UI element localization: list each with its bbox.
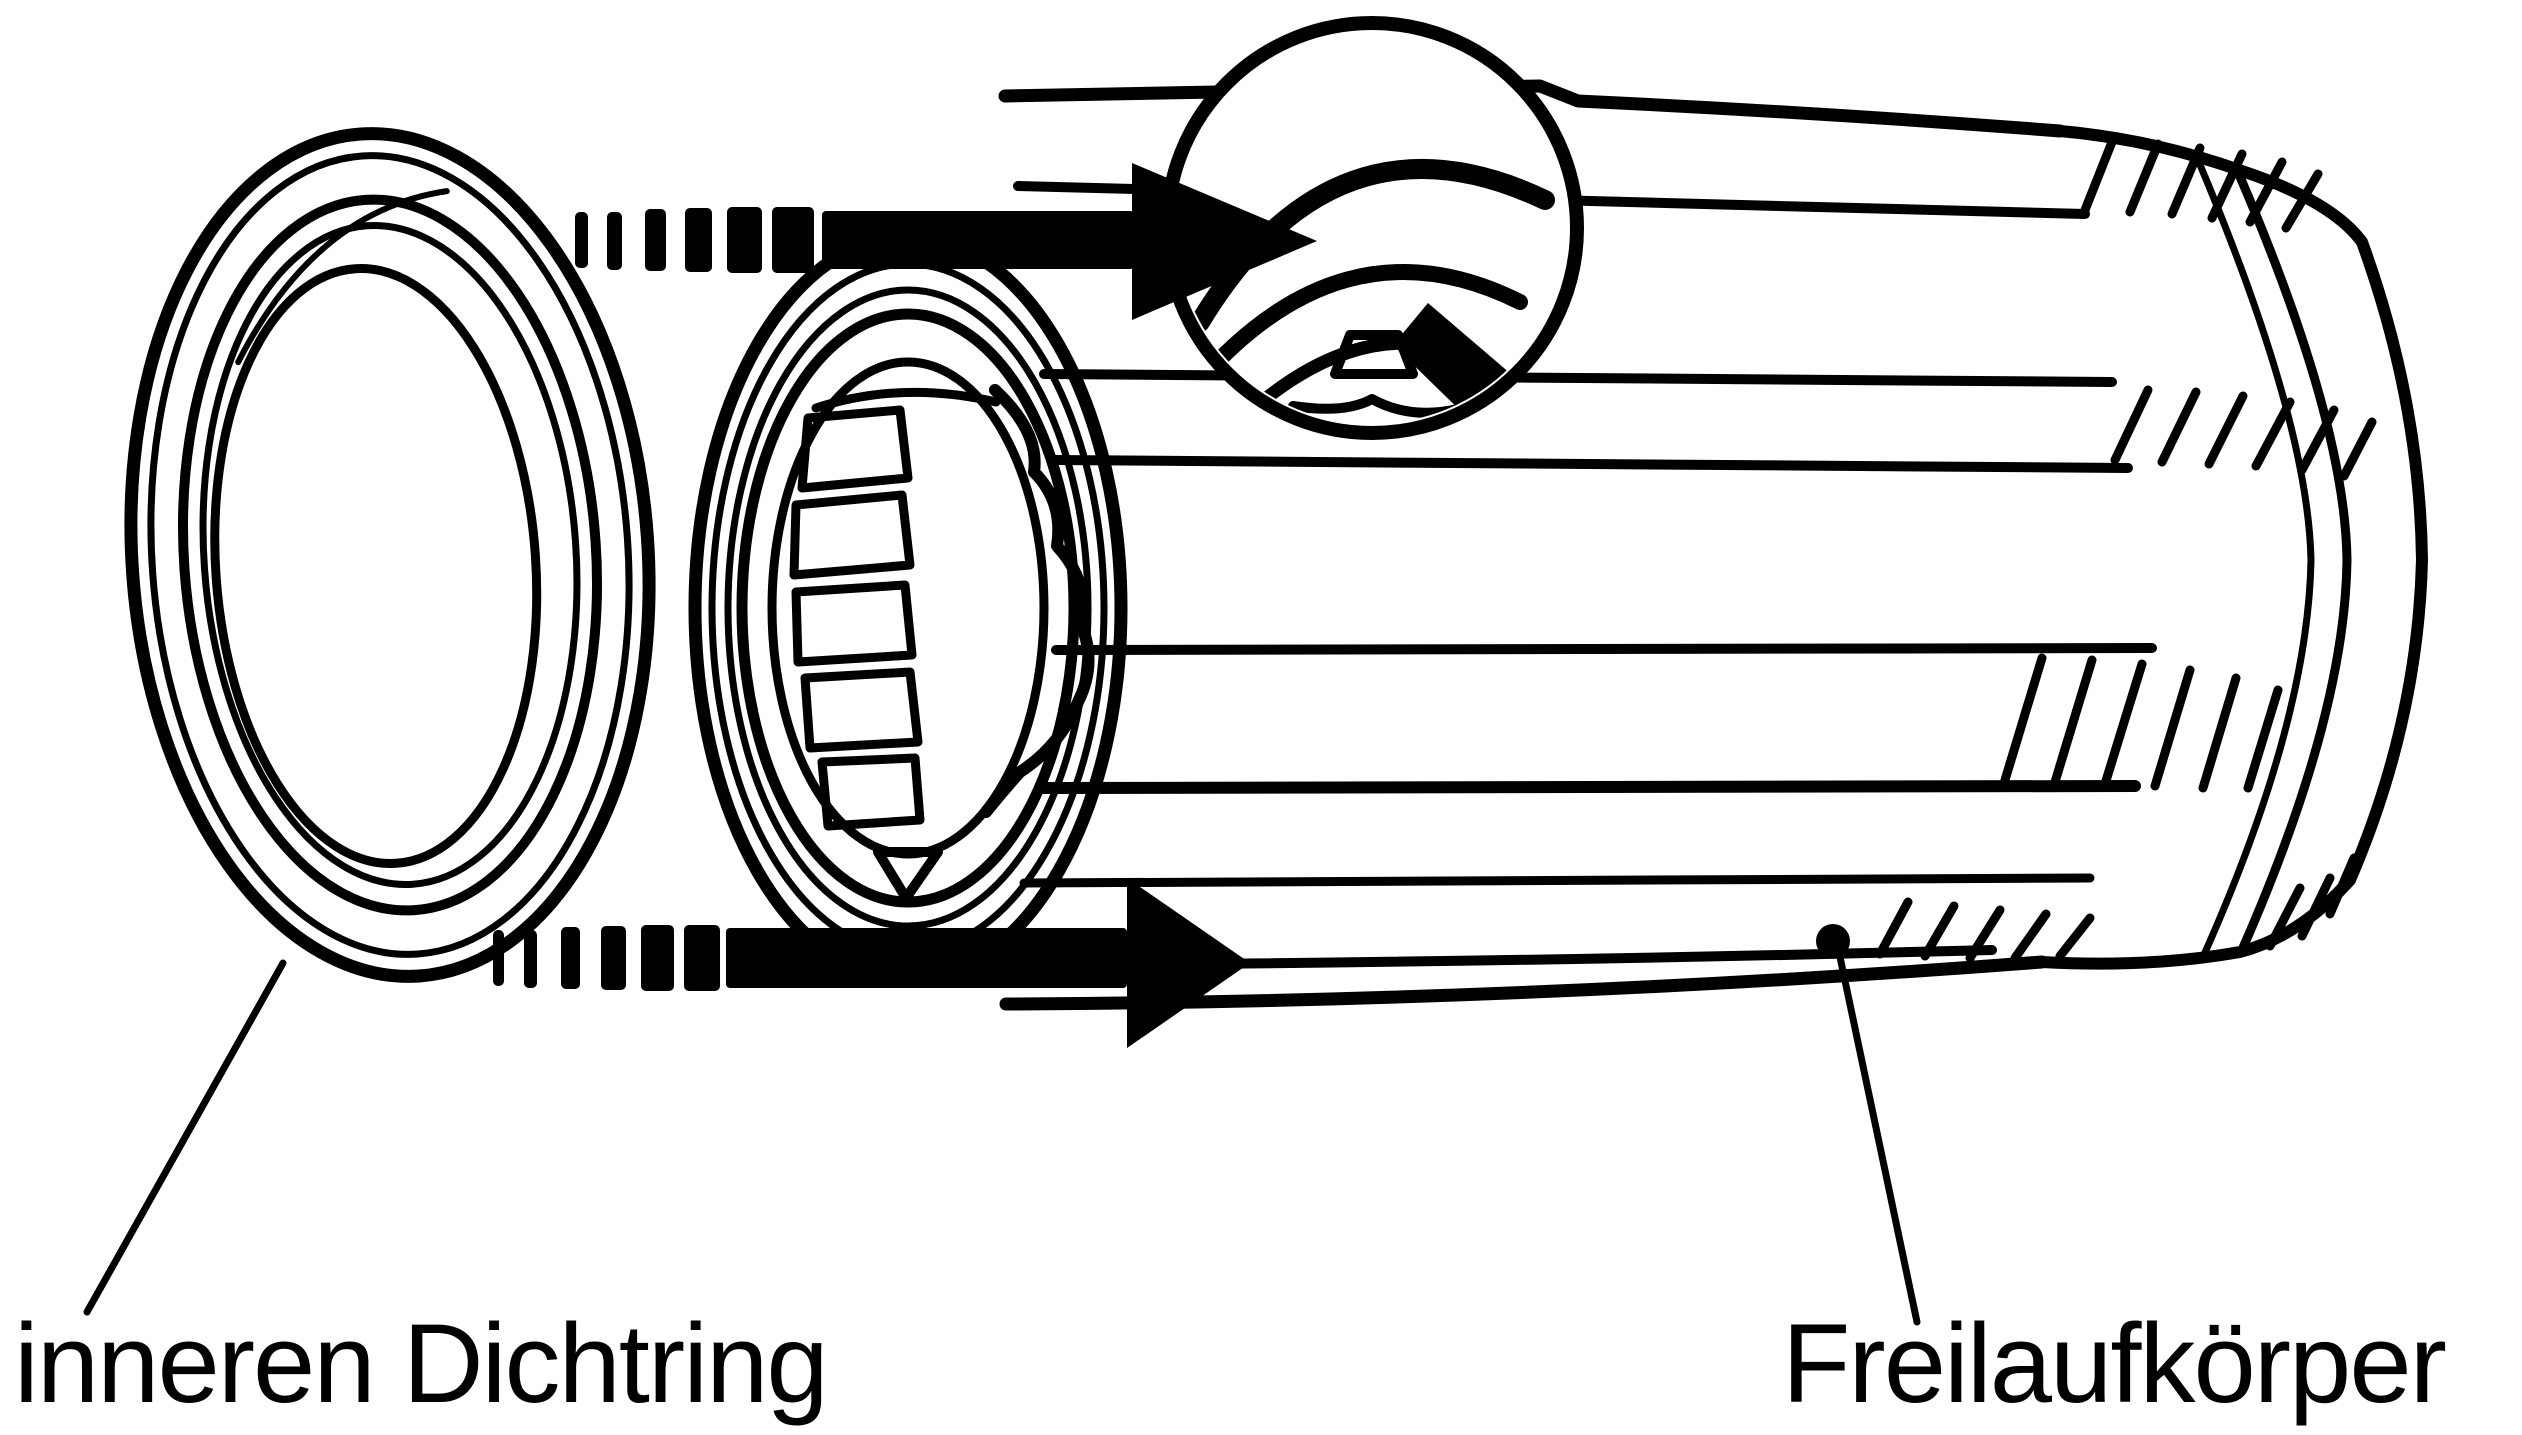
dashed-arrow-right-icon [575,163,1317,320]
label-inner-seal-ring: inneren Dichtring [14,1301,829,1426]
install-arrow-top [575,163,1317,320]
freehub-end-cap [2036,125,2428,970]
dashed-arrow-right-icon [493,878,1250,1048]
leader-line-freehub [1816,924,1921,1326]
freehub-spline-hatching [1875,137,2377,963]
label-freehub-body: Freilaufkörper [1782,1301,2447,1426]
freehub-internal-splines [789,384,1095,903]
seal-ring-drawing [124,127,656,983]
leader-line-seal [83,959,287,1316]
magnifier-circle-icon [1160,16,1584,440]
install-arrow-bottom [493,878,1250,1048]
